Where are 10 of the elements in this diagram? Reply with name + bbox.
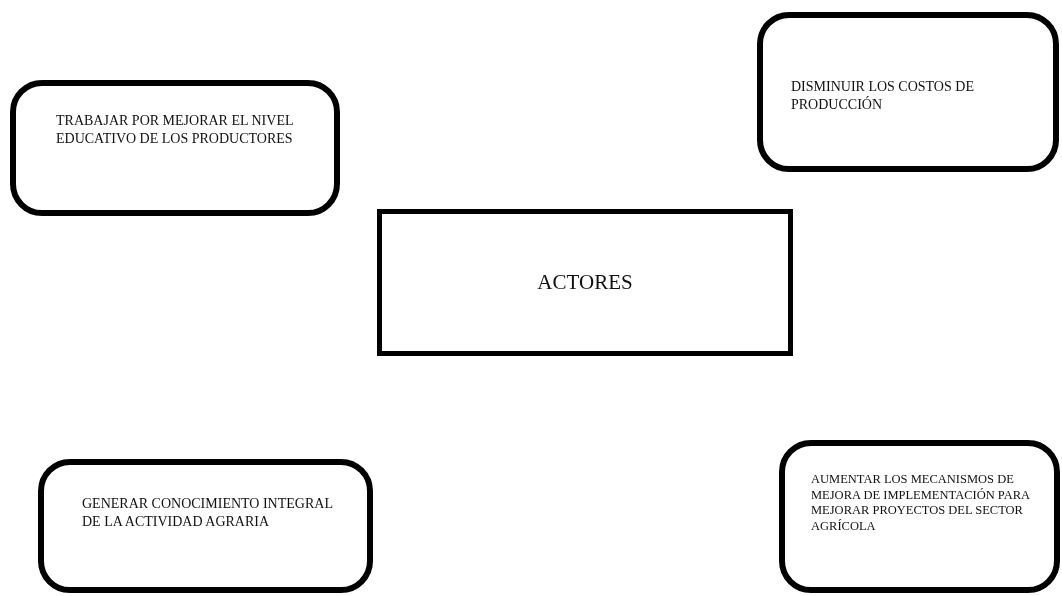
central-box	[377, 209, 793, 356]
node-text: ACTORES	[537, 269, 633, 296]
rounded-box	[10, 80, 340, 216]
node-text: TRABAJAR POR MEJORAR EL NIVEL EDUCATIVO DE LOS PRODUCTORES	[56, 112, 294, 147]
rounded-box	[38, 459, 373, 593]
node-text: AUMENTAR LOS MECANISMOS DE MEJORA DE IMPLEMENTACIÓN PARA MEJORAR PROYECTOS DEL SECTOR AGRÍCOLA	[811, 472, 1031, 535]
rounded-box	[757, 12, 1059, 172]
node-text: GENERAR CONOCIMIENTO INTEGRAL DE LA ACTIVIDAD AGRARIA	[82, 495, 334, 530]
rounded-box	[779, 440, 1060, 593]
node-text: DISMINUIR LOS COSTOS DE PRODUCCIÓN	[791, 78, 975, 113]
